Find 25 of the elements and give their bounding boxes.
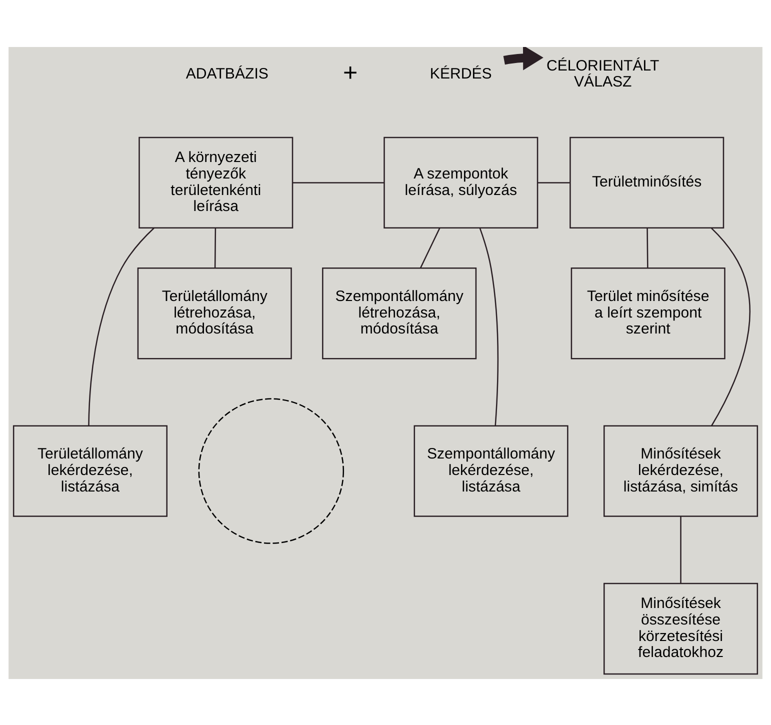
connector [479, 227, 498, 426]
node-box: Minősítések összesítése körzetesítési feladatokhoz [604, 582, 758, 674]
connector [646, 228, 648, 268]
connector [420, 227, 440, 268]
node-box: A szempontok leírása, súlyozás [384, 136, 538, 228]
connector [214, 228, 216, 268]
node-box: A környezeti tényezők területenkénti leírása [138, 136, 294, 228]
label: + [342, 58, 358, 86]
node-box: Terület minősítése a leírt szempont szerint [570, 267, 726, 359]
node-box: Területminősítés [570, 136, 724, 228]
connector [711, 227, 750, 426]
connector [538, 182, 570, 183]
connector [88, 227, 154, 426]
node-text: KÉRDÉS [430, 65, 492, 82]
connector [292, 182, 384, 183]
connector [680, 516, 682, 583]
node-text: CÉLORIENTÁLT VÁLASZ [546, 56, 660, 90]
node-box: Területállomány létrehozása, módosítása [137, 267, 292, 359]
node-text: ADATBÁZIS [186, 65, 268, 82]
node-box: Területállomány lekérdezése, listázása [12, 424, 168, 516]
arrow [503, 46, 544, 70]
node-box: Szempontállomány lekérdezése, listázása [414, 424, 568, 516]
node-box: Minősítések lekérdezése, listázása, simítás [604, 424, 758, 516]
node-box: Szempontállomány létrehozása, módosítása [322, 267, 477, 359]
node-circle [198, 398, 344, 544]
